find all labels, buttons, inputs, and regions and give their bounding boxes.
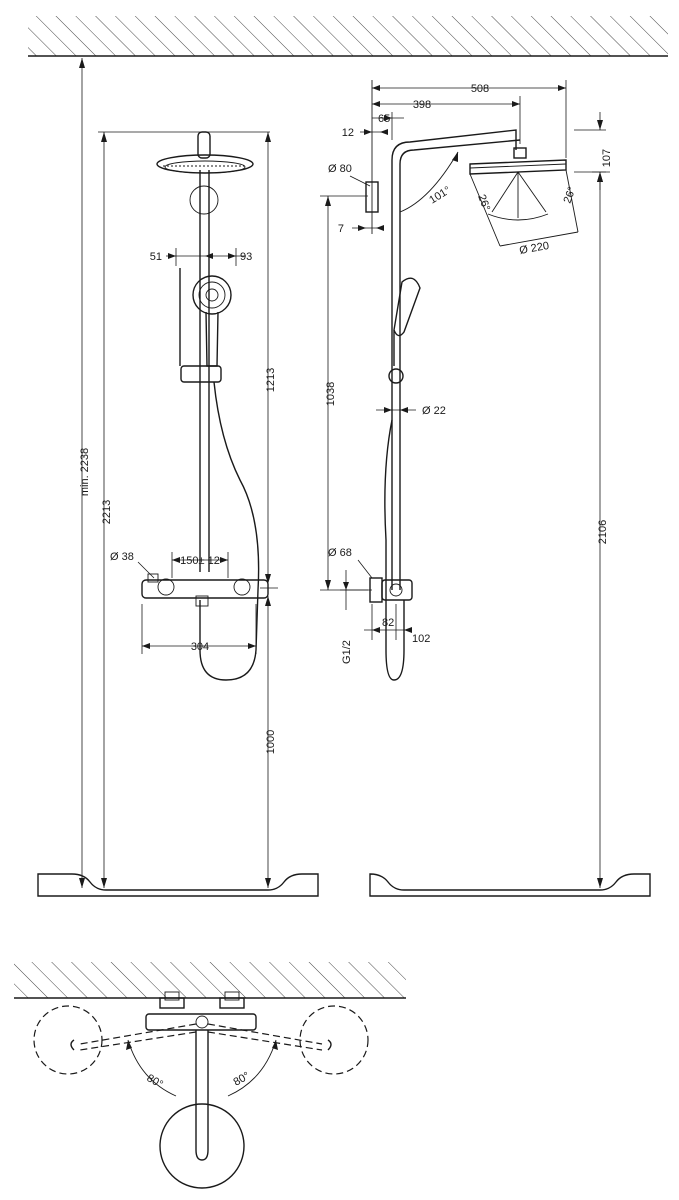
thermostat-side xyxy=(369,577,413,603)
dim-thread: G1/2 xyxy=(341,640,353,664)
dim-swivel-right: 80° xyxy=(232,1070,252,1089)
swivel-circle-right xyxy=(299,1005,369,1075)
dim-total-height: min. 2238 xyxy=(79,448,91,496)
dim-head-height: 2106 xyxy=(597,520,609,544)
swivel-circle-center xyxy=(159,1103,245,1189)
dim-offset-65: 65 xyxy=(378,113,390,125)
overhead-shower-head-side xyxy=(469,147,567,175)
dim-depth-82: 82 xyxy=(382,617,394,629)
shower-hose-front xyxy=(199,381,260,681)
dim-handshower-right: 93 xyxy=(240,251,252,263)
top-view: 80° 80° xyxy=(14,962,406,1189)
hand-shower-side xyxy=(388,277,421,384)
side-view: 508 398 65 12 Ø 80 7 107 101° xyxy=(320,80,613,888)
hand-shower-front xyxy=(179,268,232,383)
dim-tilt-left: 26° xyxy=(475,193,492,213)
ceiling-top xyxy=(28,16,668,57)
dim-overall-height: 2213 xyxy=(101,500,113,524)
dim-offset-12: 12 xyxy=(342,127,354,139)
dim-bracket-offset: 7 xyxy=(338,223,344,235)
shower-hose-side xyxy=(384,419,405,681)
dim-arm-angle: 101° xyxy=(427,184,453,206)
wall-bracket-side xyxy=(365,181,379,213)
dim-rail-diameter: Ø 22 xyxy=(422,405,446,417)
dim-handshower-left: 51 xyxy=(150,251,162,263)
dim-arm-reach: 508 xyxy=(471,83,489,95)
thermostat-front xyxy=(141,573,269,607)
dim-bracket-diameter: Ø 80 xyxy=(328,163,352,175)
floor-right xyxy=(369,873,651,897)
dim-tilt-right: 26° xyxy=(562,185,579,205)
swivel-circle-left xyxy=(33,1005,103,1075)
dim-depth-102: 102 xyxy=(412,633,430,645)
dim-mount-height: 1000 xyxy=(265,730,277,754)
dim-head-drop: 107 xyxy=(601,149,613,167)
dim-connection-spacing: 150± 12 xyxy=(180,555,220,567)
dim-thermostat-width: 304 xyxy=(191,641,209,653)
ceiling-bottom xyxy=(14,962,406,999)
dim-escutcheon-diameter: Ø 68 xyxy=(328,547,352,559)
dim-pipe-diameter: Ø 38 xyxy=(110,551,134,563)
dim-head-diameter: Ø 220 xyxy=(518,240,550,257)
dim-riser-height: 1213 xyxy=(265,368,277,392)
dim-arm-to-head: 398 xyxy=(413,99,431,111)
overhead-shower-head xyxy=(156,131,254,174)
wall-bracket-front xyxy=(189,185,219,215)
front-view: min. 2238 2213 1213 1000 51 93 Ø 38 xyxy=(79,58,278,888)
floor-left xyxy=(37,873,319,897)
dim-rail-length: 1038 xyxy=(325,382,337,406)
